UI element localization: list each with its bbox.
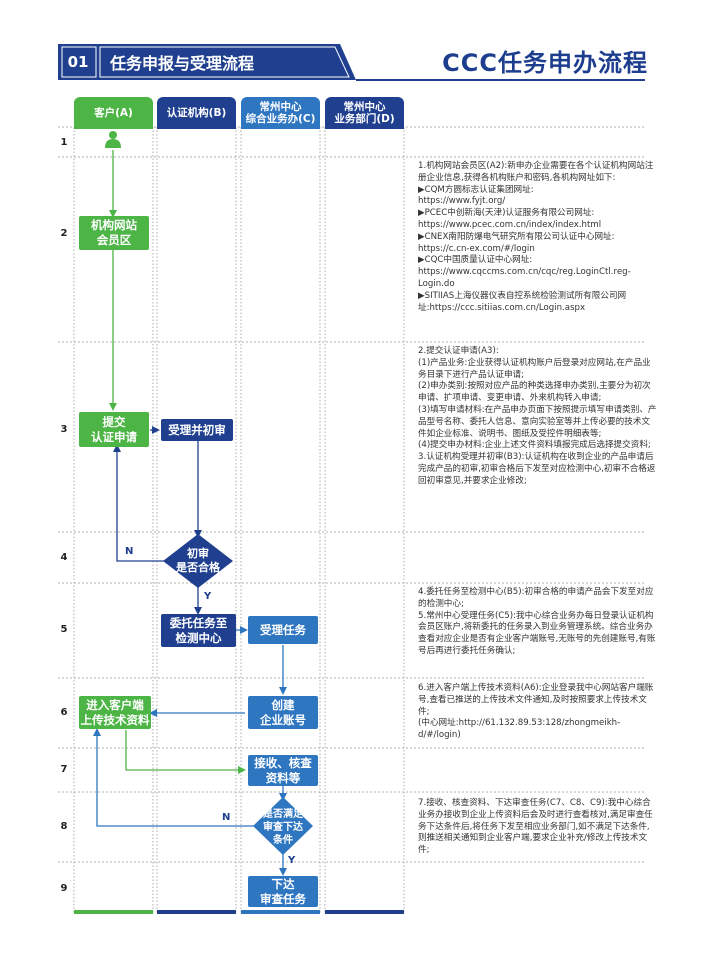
- node-accept-task: 受理任务: [248, 616, 318, 644]
- row-number: 7: [60, 764, 68, 775]
- description-step-4-5: 4.委托任务至检测中心(B5):初审合格的申请产品会下发至对应的检测中心; 5.…: [418, 587, 656, 656]
- node-accept-review: 受理并初审: [161, 419, 233, 441]
- lane-bottom-bars: [74, 910, 404, 914]
- row-number: 5: [60, 624, 68, 635]
- label-no: N: [125, 546, 134, 557]
- lane-header-general-office: 常州中心 综合业务办(C): [241, 97, 320, 129]
- row-number: 6: [60, 707, 68, 718]
- node-delegate-task: 委托任务至 检测中心: [161, 614, 236, 647]
- section-banner: [58, 44, 645, 81]
- label-yes: Y: [204, 591, 212, 602]
- node-member-area: 机构网站 会员区: [79, 216, 149, 250]
- label-no: N: [222, 812, 231, 823]
- decision-conditions-label: 是否满足 审查下达 条件: [263, 808, 303, 846]
- node-create-account: 创建 企业账号: [248, 696, 318, 729]
- decision-qualified-label: 初审 是否合格: [176, 547, 220, 574]
- row-number: 9: [60, 883, 68, 894]
- description-step-7: 7.接收、核查资料、下达审查任务(C7、C8、C9):我中心综合业务办接收到企业…: [418, 798, 653, 856]
- node-upload-documents: 进入客户端 上传技术资料: [79, 696, 151, 729]
- lane-header-cert-body: 认证机构(B): [157, 97, 236, 129]
- connectors: [93, 150, 287, 876]
- page-title: CCC任务申办流程: [442, 48, 648, 77]
- lane-header-business-dept: 常州中心 业务部门(D): [325, 97, 404, 129]
- row-number: 1: [60, 137, 68, 148]
- node-issue-review-task: 下达 审查任务: [248, 876, 318, 907]
- node-receive-check: 接收、核查 资料等: [248, 755, 318, 786]
- description-step-6: 6.进入客户端上传技术资料(A6):企业登录我中心网站客户端账号,查看已推送的上…: [418, 683, 654, 741]
- section-number: 01: [67, 53, 89, 71]
- node-submit-application: 提交 认证申请: [79, 412, 149, 447]
- decision-diamond-conditions: [253, 797, 313, 855]
- row-number: 2: [60, 228, 68, 239]
- row-number: 3: [60, 424, 68, 435]
- lane-header-customer: 客户(A): [74, 97, 153, 129]
- person-icon: [105, 131, 121, 148]
- row-separators: [58, 126, 645, 863]
- row-number: 8: [60, 821, 68, 832]
- label-yes: Y: [288, 855, 296, 866]
- decision-diamond-qualified: [163, 534, 233, 588]
- section-title: 任务申报与受理流程: [110, 54, 255, 73]
- row-number: 4: [60, 552, 68, 563]
- description-step-1: 1.机构网站会员区(A2):新申办企业需要在各个认证机构网站注册企业信息,获得各…: [418, 161, 654, 313]
- description-step-2-3: 2.提交认证申请(A3): (1)产品业务:企业获得认证机构账户后登录对应网站,…: [418, 346, 657, 486]
- lane-borders: [73, 127, 405, 913]
